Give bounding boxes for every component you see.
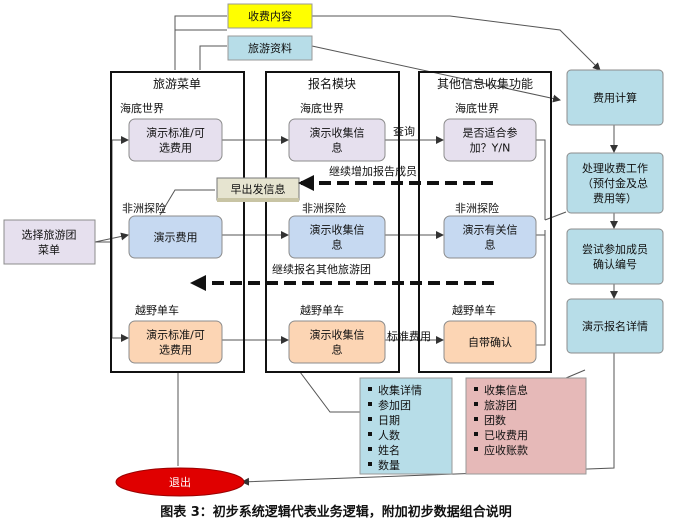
edge-label-query: 查询 [393,124,415,138]
fee-content-note: 收费内容 [227,3,313,29]
other-africa-box: 演示有关信息 [443,215,537,259]
figure-caption: 图表 3：初步系统逻辑代表业务逻辑，附加初步数据组合说明 [160,504,512,520]
collect-detail-item: 姓名 [378,443,400,457]
column-signup-title: 报名模块 [308,76,356,91]
section-label-sea-signup: 海底世界 [300,101,344,115]
collect-info-title: 收集信息 [484,383,528,397]
menu-africa-box: 演示费用 [128,215,223,259]
travel-info-note: 旅游资料 [227,35,313,61]
section-label-bike-menu: 越野单车 [135,303,179,317]
collect-info-item: 团数 [484,414,506,427]
other-sea-box: 是否适合参加？Y/N [443,118,537,162]
signup-bike-box: 演示收集信息 [288,320,386,364]
pipeline-step-2: 处理收费工作（预付金及总费用等） [566,152,664,214]
other-sea-box-label: 是否适合参加？Y/N [463,126,518,155]
pipeline-step-1-label: 费用计算 [593,91,637,105]
menu-bike-box-label: 演示标准/可选费用 [146,328,205,357]
process-boxes: 演示标准/可选费用演示费用演示标准/可选费用演示收集信息演示收集信息演示收集信息… [128,69,664,364]
collect-info-bullet [474,417,478,421]
column-menu: 旅游菜单 [110,71,245,373]
section-label-bike-other: 越野单车 [452,303,496,317]
pipeline-step-3: 尝试参加成员确认编号 [566,228,664,285]
edge-label-add-member: 继续增加报告成员 [329,164,417,178]
start-box: 选择旅游团菜单 [3,219,96,265]
signup-africa-box: 演示收集信息 [288,215,386,259]
dashed-return-arrows [190,175,494,291]
other-bike-box-label: 自带确认 [468,336,512,349]
collect-info-bullet [474,447,478,451]
section-label-africa-other: 非洲探险 [455,201,499,215]
pipeline-step-4: 演示报名详情 [566,298,664,354]
start-label: 选择旅游团菜单 [22,228,77,257]
pipeline-step-2-label: 处理收费工作（预付金及总费用等） [582,161,648,205]
section-label-africa-signup: 非洲探险 [302,201,346,215]
column-other: 其他信息收集功能 [418,71,552,373]
edge-label-std-fee: 标准费用 [387,329,431,343]
collect-detail-item: 人数 [378,429,400,442]
menu-africa-box-label: 演示费用 [154,230,198,244]
edge-label-other-group: 继续报名其他旅游团 [272,262,371,276]
fee-content-label: 收费内容 [248,9,292,23]
collect-info-item: 应收账款 [484,443,528,457]
other-bike-box: 自带确认 [443,320,537,364]
menu-bike-box: 演示标准/可选费用 [128,320,223,364]
collect-info-item: 旅游团 [484,398,517,412]
exit-label: 退出 [169,475,191,489]
menu-sea-box-label: 演示标准/可选费用 [146,126,205,155]
collect-detail-bullet [368,387,372,391]
collect-detail-bullet [368,417,372,421]
column-menu-title: 旅游菜单 [153,77,201,91]
collect-info-item: 已收费用 [484,428,528,442]
pipeline-step-1: 费用计算 [566,69,664,126]
collect-detail-item: 参加团 [378,398,411,412]
depart-info-label: 早出发信息 [231,182,286,196]
section-label-sea-other: 海底世界 [455,101,499,115]
signup-sea-box: 演示收集信息 [288,118,386,162]
collect-info-bullet [474,387,478,391]
collect-info-bullet [474,402,478,406]
signup-bike-box-label: 演示收集信息 [310,328,365,357]
collect-detail-title: 收集详情 [378,383,422,397]
collect-detail-item: 数量 [378,459,400,472]
section-label-africa-menu: 非洲探险 [122,201,166,215]
signup-africa-box-label: 演示收集信息 [310,223,365,252]
section-label-bike-signup: 越野单车 [300,303,344,317]
collect-detail-bullet [368,447,372,451]
collect-detail-bullet [368,402,372,406]
section-label-sea-menu: 海底世界 [120,101,164,115]
other-africa-box-label: 演示有关信息 [463,223,518,252]
column-other-title: 其他信息收集功能 [437,76,533,91]
signup-sea-box-label: 演示收集信息 [310,126,365,155]
depart-info-note: 早出发信息 [216,177,300,202]
collect-info-bullet [474,432,478,436]
exit-node: 退出 [115,467,245,497]
collect-detail-bullet [368,462,372,466]
column-signup: 报名模块 [265,71,400,373]
pipeline-step-3-label: 尝试参加成员确认编号 [582,242,648,271]
collect-detail-bullet [368,432,372,436]
collect-detail-item: 日期 [378,414,400,427]
menu-sea-box: 演示标准/可选费用 [128,118,223,162]
pipeline-step-4-label: 演示报名详情 [582,319,648,333]
travel-info-label: 旅游资料 [248,41,292,55]
